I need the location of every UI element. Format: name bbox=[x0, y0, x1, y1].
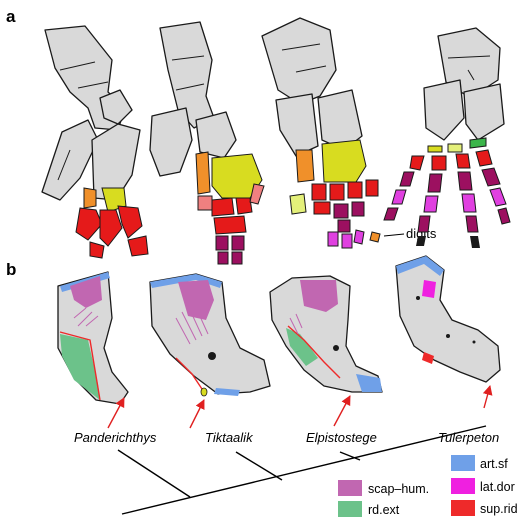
legend-swatch-scap-hum bbox=[338, 480, 362, 496]
arrow-tiktaalik bbox=[190, 400, 204, 428]
fin-a1 bbox=[42, 26, 148, 258]
legend-label-art-sf: art.sf bbox=[480, 457, 508, 471]
taxon-label-tiktaalik: Tiktaalik bbox=[205, 430, 254, 445]
panel-b-label: b bbox=[6, 260, 16, 279]
legend-swatch-art-sf bbox=[451, 455, 475, 471]
legend-swatch-lat-dor bbox=[451, 478, 475, 494]
fin-a2 bbox=[150, 22, 264, 264]
legend-label-lat-dor: lat.dor bbox=[480, 480, 515, 494]
taxon-label-tulerpeton: Tulerpeton bbox=[438, 430, 499, 445]
legend-label-rd-ext: rd.ext bbox=[368, 503, 400, 517]
arrow-elpistostege bbox=[334, 396, 350, 426]
cladogram bbox=[118, 426, 486, 514]
fin-a3 bbox=[262, 18, 380, 248]
arrow-tulerpeton bbox=[484, 386, 490, 408]
humerus-tiktaalik bbox=[150, 274, 270, 396]
digits-pointer bbox=[384, 234, 404, 236]
legend-label-scap-hum: scap–hum. bbox=[368, 482, 429, 496]
cladogram-branch-panderichthys bbox=[118, 450, 190, 497]
taxon-label-elpistostege: Elpistostege bbox=[306, 430, 377, 445]
humerus-elpistostege bbox=[270, 276, 382, 392]
panel-a-label: a bbox=[6, 7, 16, 26]
cladogram-branch-tiktaalik bbox=[236, 452, 282, 480]
humerus-tulerpeton bbox=[396, 256, 500, 382]
legend-swatch-rd-ext bbox=[338, 501, 362, 517]
legend-label-sup-rid: sup.rid bbox=[480, 502, 518, 516]
humerus-panderichthys bbox=[58, 272, 128, 404]
fin-a4 bbox=[384, 28, 510, 248]
taxon-label-panderichthys: Panderichthys bbox=[74, 430, 157, 445]
legend: scap–hum. rd.ext art.sf lat.dor sup.rid bbox=[338, 455, 518, 517]
cladogram-spine bbox=[122, 426, 486, 514]
legend-swatch-sup-rid bbox=[451, 500, 475, 516]
